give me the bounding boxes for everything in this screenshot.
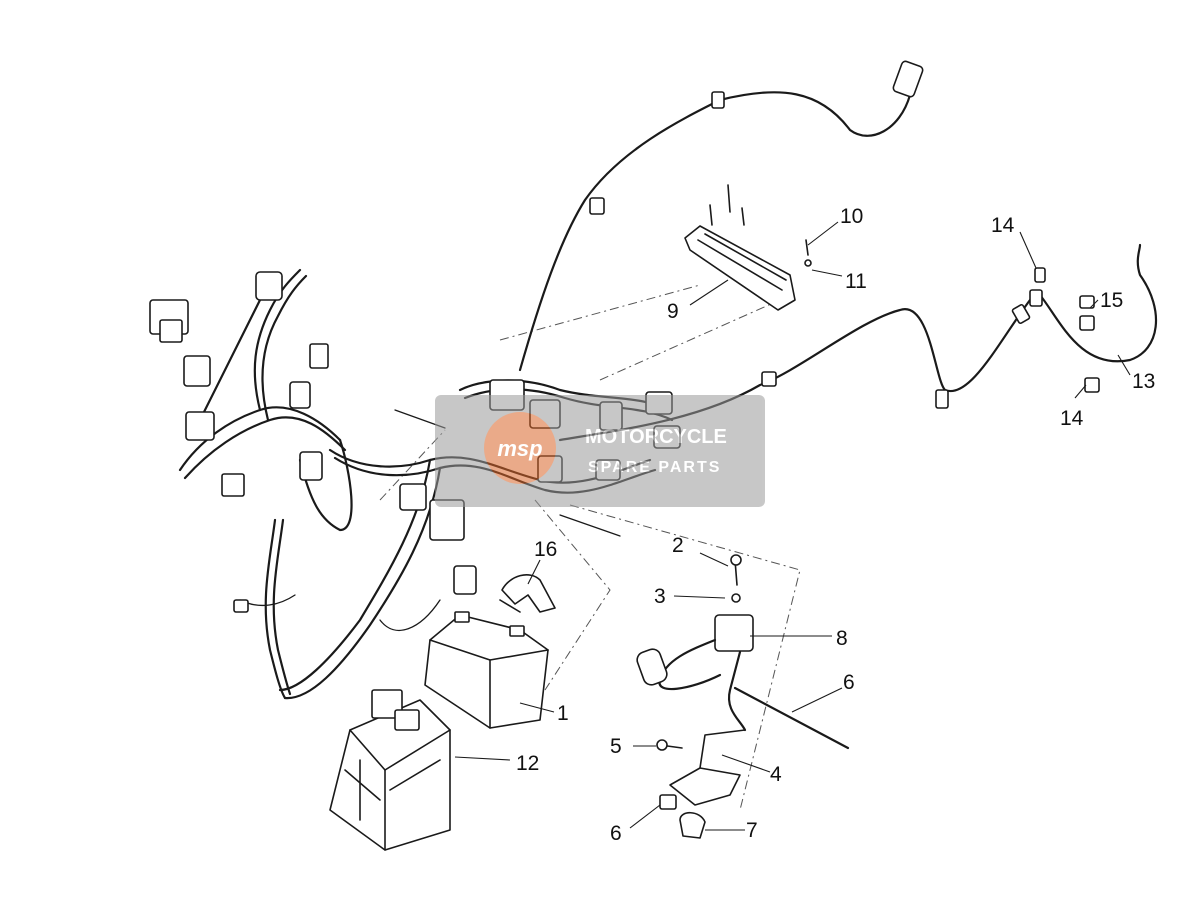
clip-icon [1079,295,1095,309]
part-9-control-unit [684,184,812,311]
battery-terminal-icon [509,625,525,637]
connector-icon [255,271,283,301]
callout-labels: 1 2 3 4 5 6 6 7 8 9 10 11 12 13 14 14 15… [516,205,1155,845]
callout-14-bottom: 14 [1060,407,1084,430]
watermark-line-1: MOTORCYCLE [585,426,727,448]
part-7-clamp-icon [679,811,706,839]
watermark: msp MOTORCYCLE SPARE PARTS [435,395,765,507]
connector-icon [453,565,477,595]
part-6-clip-icon [659,794,677,810]
connector-icon [183,355,211,387]
callout-11: 11 [845,270,867,293]
main-wiring-harness [149,60,1032,700]
callout-12: 12 [516,752,539,775]
connector-icon [233,599,249,613]
connector-icon [299,451,323,481]
watermark-logo-text: msp [497,436,542,461]
connector-icon [289,381,311,409]
clip-icon [1079,315,1095,331]
fuse-icon [394,709,420,731]
callout-1: 1 [557,702,569,725]
part-3-washer-icon [731,593,741,603]
watermark-logo-icon [484,412,556,484]
part-4-bracket [656,650,850,839]
wire-clip-icon [589,197,605,215]
screw-icon [805,239,809,256]
callout-4: 4 [770,763,782,786]
battery-terminal-icon [454,611,470,623]
callout-9: 9 [667,300,679,323]
leader-lines [454,221,1131,831]
wire-clip-icon [761,371,777,387]
part-13-rear-wire [1029,243,1158,393]
screw-icon [727,184,731,213]
bolt-head-icon [656,739,668,751]
screw-icon [741,207,745,226]
wire-end-connector-icon [1011,304,1031,324]
assembly-lines [379,284,801,811]
connector-icon [159,319,183,343]
part-1-battery [424,611,549,729]
spark-plug-cap-icon [636,648,668,686]
part-6-rod-icon [733,686,850,750]
connector-icon [221,473,245,497]
watermark-line-2: SPARE PARTS [588,459,721,476]
screw-icon [709,204,713,226]
clip-icon [1029,289,1043,307]
connector-icon [185,411,215,441]
callout-2: 2 [672,534,684,557]
part-16-battery-strap [499,574,556,613]
part-12-fuse-box [329,689,451,851]
callout-15: 15 [1100,289,1123,312]
callout-16: 16 [534,538,557,561]
callout-13: 13 [1132,370,1155,393]
connector-icon [399,483,427,511]
wire-clip-icon [711,91,725,109]
callout-3: 3 [654,585,666,608]
callout-6-rod: 6 [843,671,855,694]
callout-8: 8 [836,627,848,650]
callout-10: 10 [840,205,863,228]
harness-strap-icon [559,514,621,537]
callout-7: 7 [746,819,758,842]
callout-5: 5 [610,735,622,758]
washer-icon [804,259,812,267]
wire-end-connector-icon [935,389,949,409]
callout-6-clip: 6 [610,822,622,845]
clip-icon [1034,267,1046,283]
top-connector-icon [892,60,924,98]
screw-head-icon [730,554,742,566]
callout-14-top: 14 [991,214,1015,237]
part-8-coil [636,554,754,691]
connector-icon [309,343,329,369]
clip-icon [1084,377,1100,393]
coil-body-icon [714,614,754,652]
